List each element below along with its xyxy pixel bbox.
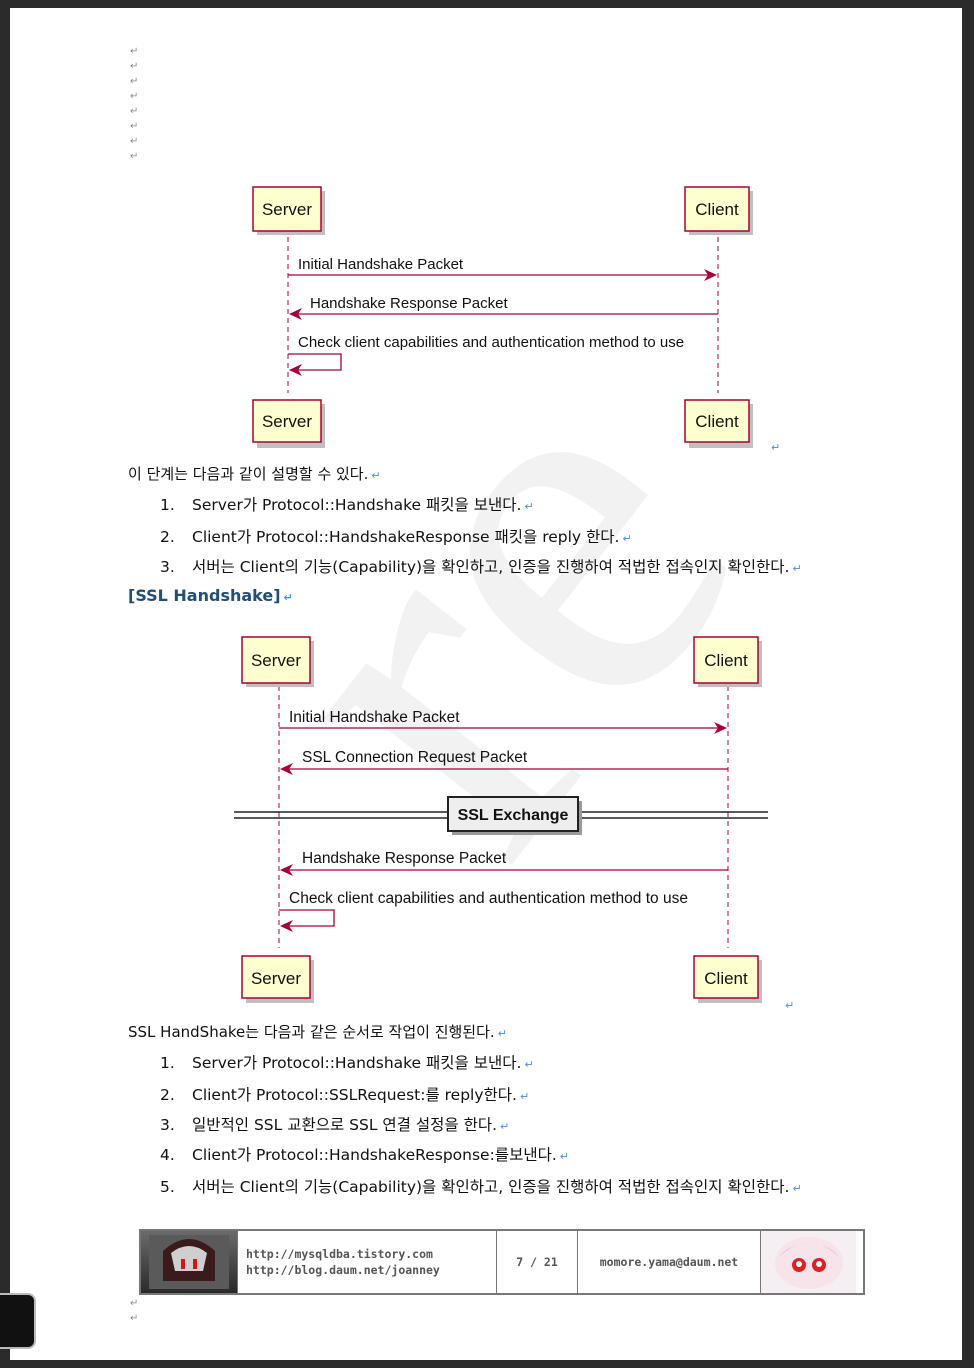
list-item: 1.Server가 Protocol::Handshake 패킷을 보낸다.↵ (160, 1051, 534, 1073)
svg-text:Server: Server (262, 412, 312, 431)
participant-server-bottom: Server (253, 400, 325, 448)
footer-url-1[interactable]: http://mysqldba.tistory.com (246, 1246, 433, 1262)
intro-paragraph-2: SSL HandShake는 다음과 같은 순서로 작업이 진행된다.↵ (128, 1021, 507, 1042)
document-page: re ↵ ↵ ↵ ↵ ↵ ↵ ↵ ↵ Server Client Initial… (10, 8, 962, 1360)
message-initial-handshake: Initial Handshake Packet (298, 256, 464, 273)
message-check-capabilities: Check client capabilities and authentica… (289, 890, 688, 907)
message-ssl-connection-request: SSL Connection Request Packet (302, 749, 528, 766)
paragraph-marks-bottom: ↵ ↵ (130, 1296, 138, 1326)
participant-client-bottom: Client (685, 400, 753, 448)
svg-text:Server: Server (251, 651, 301, 670)
svg-text:Server: Server (251, 969, 301, 988)
message-check-capabilities: Check client capabilities and authentica… (298, 334, 684, 351)
side-panel-button[interactable] (0, 1293, 36, 1349)
section-heading-ssl: [SSL Handshake]↵ (128, 586, 293, 605)
list-item: 5.서버는 Client의 기능(Capability)을 확인하고, 인증을 … (160, 1175, 802, 1197)
participant-client-top: Client (694, 637, 762, 687)
svg-text:Server: Server (262, 200, 312, 219)
participant-client-bottom: Client (694, 956, 762, 1003)
list-item: 2.Client가 Protocol::SSLRequest:를 reply한다… (160, 1083, 529, 1105)
author-avatar-left (141, 1231, 238, 1293)
list-item: 1.Server가 Protocol::Handshake 패킷을 보낸다.↵ (160, 493, 534, 515)
svg-text:Client: Client (704, 969, 748, 988)
ssl-exchange-divider: SSL Exchange (234, 797, 768, 835)
sequence-diagram-basic: Server Client Initial Handshake Packet H… (240, 178, 760, 448)
participant-server-bottom: Server (242, 956, 314, 1003)
page-number: 7 / 21 (497, 1231, 578, 1293)
participant-server-top: Server (242, 637, 314, 687)
message-handshake-response: Handshake Response Packet (310, 295, 508, 312)
author-avatar-right (761, 1231, 856, 1293)
footer-urls: http://mysqldba.tistory.com http://blog.… (238, 1231, 497, 1293)
list-item: 4.Client가 Protocol::HandshakeResponse:를보… (160, 1143, 569, 1165)
list-item: 3.일반적인 SSL 교환으로 SSL 연결 설정을 한다.↵ (160, 1113, 509, 1135)
participant-client-top: Client (685, 187, 753, 235)
footer-email: momore.yama@daum.net (578, 1231, 761, 1293)
message-handshake-response: Handshake Response Packet (302, 850, 507, 867)
svg-text:Client: Client (695, 412, 739, 431)
list-item: 3.서버는 Client의 기능(Capability)을 확인하고, 인증을 … (160, 555, 802, 577)
avatar-icon (761, 1231, 856, 1293)
svg-text:Client: Client (704, 651, 748, 670)
svg-text:SSL Exchange: SSL Exchange (458, 807, 569, 824)
participant-server-top: Server (253, 187, 325, 235)
page-footer: http://mysqldba.tistory.com http://blog.… (139, 1229, 865, 1295)
avatar-icon (141, 1231, 237, 1293)
list-item: 2.Client가 Protocol::HandshakeResponse 패킷… (160, 525, 632, 547)
footer-url-2[interactable]: http://blog.daum.net/joanney (246, 1262, 440, 1278)
sequence-diagram-ssl: Server Client Initial Handshake Packet S… (232, 628, 772, 1003)
svg-text:Client: Client (695, 200, 739, 219)
message-initial-handshake: Initial Handshake Packet (289, 709, 460, 726)
intro-paragraph-1: 이 단계는 다음과 같이 설명할 수 있다.↵ (128, 463, 381, 484)
paragraph-marks-top: ↵ ↵ ↵ ↵ ↵ ↵ ↵ ↵ (130, 44, 138, 164)
